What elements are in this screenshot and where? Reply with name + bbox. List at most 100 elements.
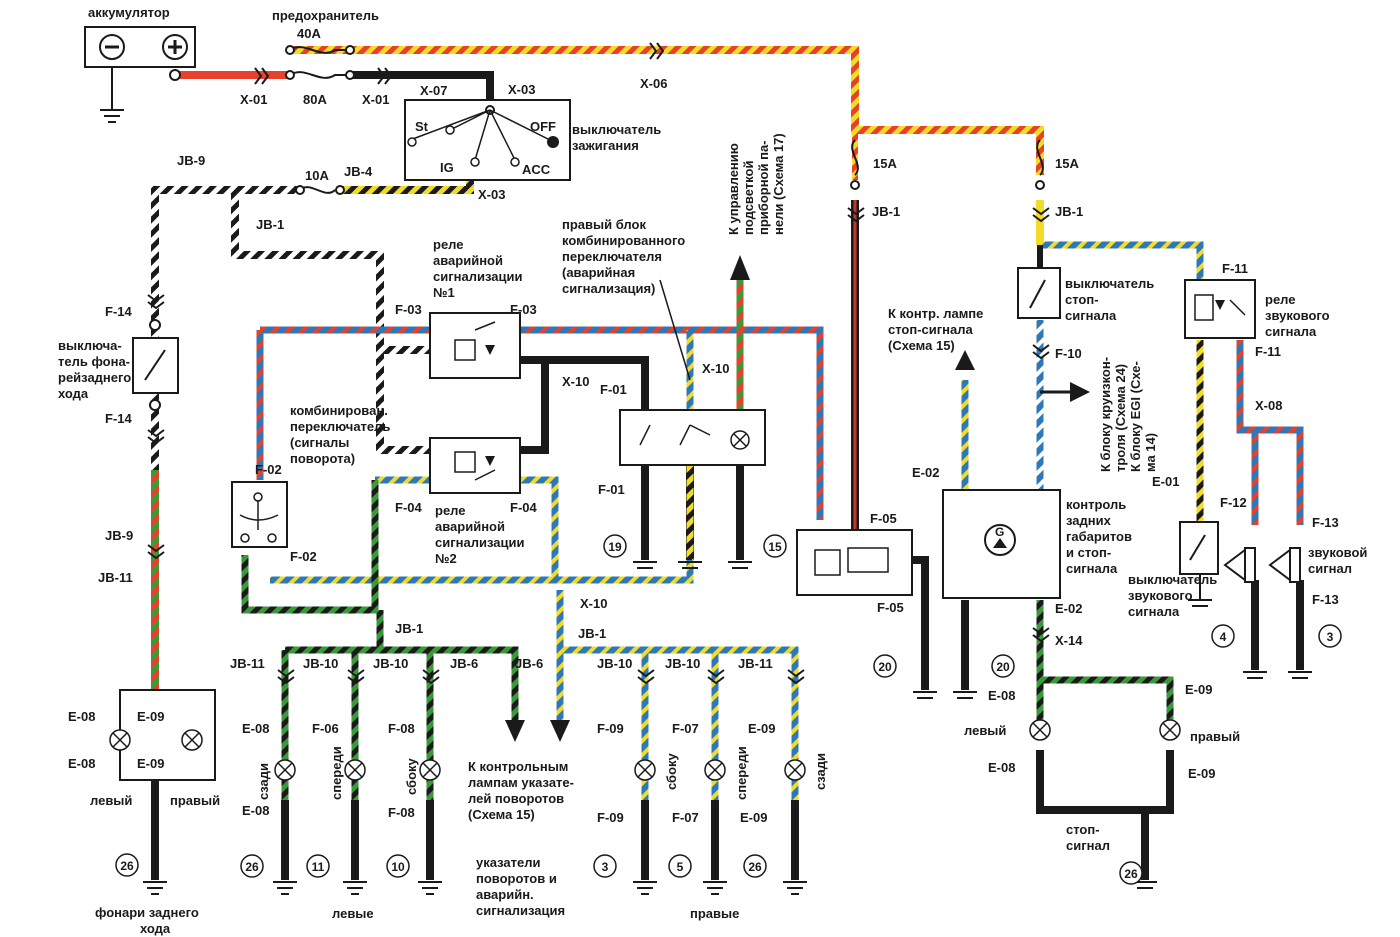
arrows bbox=[505, 255, 1090, 742]
conn-e09c: E-09 bbox=[748, 721, 775, 736]
conn-jb10c: JB-10 bbox=[597, 656, 632, 671]
conn-f08a: F-08 bbox=[388, 721, 415, 736]
conn-jb10a: JB-10 bbox=[303, 656, 338, 671]
rear-control-label-3: габаритов bbox=[1066, 529, 1132, 544]
conn-f14b: F-14 bbox=[105, 411, 133, 426]
turn-caption-4: сигнализация bbox=[476, 903, 565, 918]
rear-control-label-5: сигнала bbox=[1066, 561, 1118, 576]
conn-e08c: E-08 bbox=[242, 721, 269, 736]
conn-e08d: E-08 bbox=[242, 803, 269, 818]
backlight-label-3: приборной па- bbox=[756, 140, 771, 235]
ref-3-a: 3 bbox=[602, 860, 609, 874]
connector-labels: X-01 X-01 X-07 X-03 X-03 X-06 JB-9 JB-4 … bbox=[68, 76, 1339, 825]
left-lamps-caption: левые bbox=[332, 906, 374, 921]
backlight-label-1: К управлению bbox=[726, 143, 741, 235]
conn-x10b: X-10 bbox=[702, 361, 729, 376]
reverse-switch-label-2: тель фона- bbox=[58, 354, 130, 369]
hazard-relay-2-label-3: сигнализации bbox=[435, 535, 524, 550]
stop-signal-caption-1: стоп- bbox=[1066, 822, 1100, 837]
hazard-relay-2-label-4: №2 bbox=[435, 551, 457, 566]
stop-switch-label-1: выключатель bbox=[1065, 276, 1154, 291]
battery-label: аккумулятор bbox=[88, 5, 170, 20]
reference-circles bbox=[115, 534, 1342, 885]
turn-caption-2: поворотов и bbox=[476, 871, 557, 886]
conn-x14: X-14 bbox=[1055, 633, 1083, 648]
conn-jb6b: JB-6 bbox=[515, 656, 543, 671]
backlight-label-4: нели (Схема 17) bbox=[771, 133, 786, 235]
horn-label-1: звуковой bbox=[1308, 545, 1367, 560]
right-combo-label-2: комбинированного bbox=[562, 233, 685, 248]
conn-f14a: F-14 bbox=[105, 304, 133, 319]
ref-20-a: 20 bbox=[878, 660, 892, 674]
right-combo-switch-block bbox=[619, 279, 766, 466]
fuse-15a-right-label: 15А bbox=[1055, 156, 1079, 171]
fuse-block bbox=[285, 45, 1045, 195]
turn-caption-1: указатели bbox=[476, 855, 541, 870]
conn-jb9a: JB-9 bbox=[177, 153, 205, 168]
reference-numbers: 26 26 11 10 3 5 26 19 15 20 20 26 4 3 bbox=[120, 540, 1333, 881]
stop-right-label: правый bbox=[1190, 729, 1240, 744]
conn-jb1d: JB-1 bbox=[872, 204, 900, 219]
ref-4: 4 bbox=[1220, 630, 1227, 644]
conn-f02a: F-02 bbox=[255, 462, 282, 477]
reverse-caption-1: фонари заднего bbox=[95, 905, 199, 920]
conn-f10: F-10 bbox=[1055, 346, 1082, 361]
turn-lamps-ref-label-4: (Схема 15) bbox=[468, 807, 535, 822]
conn-x06: X-06 bbox=[640, 76, 667, 91]
conn-f13b: F-13 bbox=[1312, 592, 1339, 607]
cruise-label-2: троля (Схема 24) bbox=[1113, 364, 1128, 472]
lamp-left-front: спереди bbox=[329, 746, 344, 800]
conn-e08e: E-08 bbox=[988, 688, 1015, 703]
conn-jb10b: JB-10 bbox=[373, 656, 408, 671]
stop-switch-label-3: сигнала bbox=[1065, 308, 1117, 323]
fuse-80a-label: 80А bbox=[303, 92, 327, 107]
conn-x01a: X-01 bbox=[240, 92, 267, 107]
reverse-switch-label-3: рейзаднего bbox=[58, 370, 131, 385]
conn-f07a: F-07 bbox=[672, 721, 699, 736]
reverse-lamps bbox=[109, 689, 216, 781]
combo-switch-label-3: (сигналы bbox=[290, 435, 349, 450]
conn-jb4: JB-4 bbox=[344, 164, 373, 179]
ref-11: 11 bbox=[312, 860, 325, 874]
right-lamps-caption: правые bbox=[690, 906, 739, 921]
ref-26-d: 26 bbox=[1124, 867, 1138, 881]
combo-switch-label-2: переключатель bbox=[290, 419, 390, 434]
conn-jb1a: JB-1 bbox=[256, 217, 284, 232]
conn-jb10d: JB-10 bbox=[665, 656, 700, 671]
horn-switch-label-2: звукового bbox=[1128, 588, 1193, 603]
ref-15: 15 bbox=[768, 540, 782, 554]
conn-f06: F-06 bbox=[312, 721, 339, 736]
combo-switch-label-1: комбинирован. bbox=[290, 403, 388, 418]
hazard-relay-1-label-4: №1 bbox=[433, 285, 455, 300]
hazard-relay-1 bbox=[429, 312, 521, 379]
hazard-relay-2 bbox=[429, 437, 521, 494]
conn-e09b: E-09 bbox=[137, 756, 164, 771]
backlight-label-2: подсветкой bbox=[741, 161, 756, 235]
conn-f09a: F-09 bbox=[597, 721, 624, 736]
cruise-label-4: ма 14) bbox=[1143, 433, 1158, 472]
horn-switch bbox=[1179, 521, 1219, 607]
lamp-right-side: сбоку bbox=[664, 752, 679, 790]
hazard-relay-1-label-2: аварийной bbox=[433, 253, 503, 268]
hazard-relay-1-label-1: реле bbox=[433, 237, 464, 252]
hazard-relay-1-label-3: сигнализации bbox=[433, 269, 522, 284]
ref-26-c: 26 bbox=[748, 860, 762, 874]
ignition-ig: IG bbox=[440, 160, 454, 175]
turn-lamps bbox=[274, 759, 806, 781]
stop-switch-label-2: стоп- bbox=[1065, 292, 1099, 307]
control-unit-g-label: G bbox=[995, 525, 1004, 539]
fuse-15a-left-label: 15А bbox=[873, 156, 897, 171]
horn-relay-label-2: звукового bbox=[1265, 308, 1330, 323]
stop-left-label: левый bbox=[964, 723, 1006, 738]
ref-26-b: 26 bbox=[245, 860, 259, 874]
right-combo-label-5: сигнализация) bbox=[562, 281, 655, 296]
conn-f04a: F-04 bbox=[395, 500, 423, 515]
reverse-left-label: левый bbox=[90, 793, 132, 808]
hazard-relay-2-label-2: аварийной bbox=[435, 519, 505, 534]
conn-f11b: F-11 bbox=[1255, 344, 1281, 359]
conn-jb1b: JB-1 bbox=[395, 621, 423, 636]
horn-switch-label-3: сигнала bbox=[1128, 604, 1180, 619]
conn-jb1e: JB-1 bbox=[1055, 204, 1083, 219]
